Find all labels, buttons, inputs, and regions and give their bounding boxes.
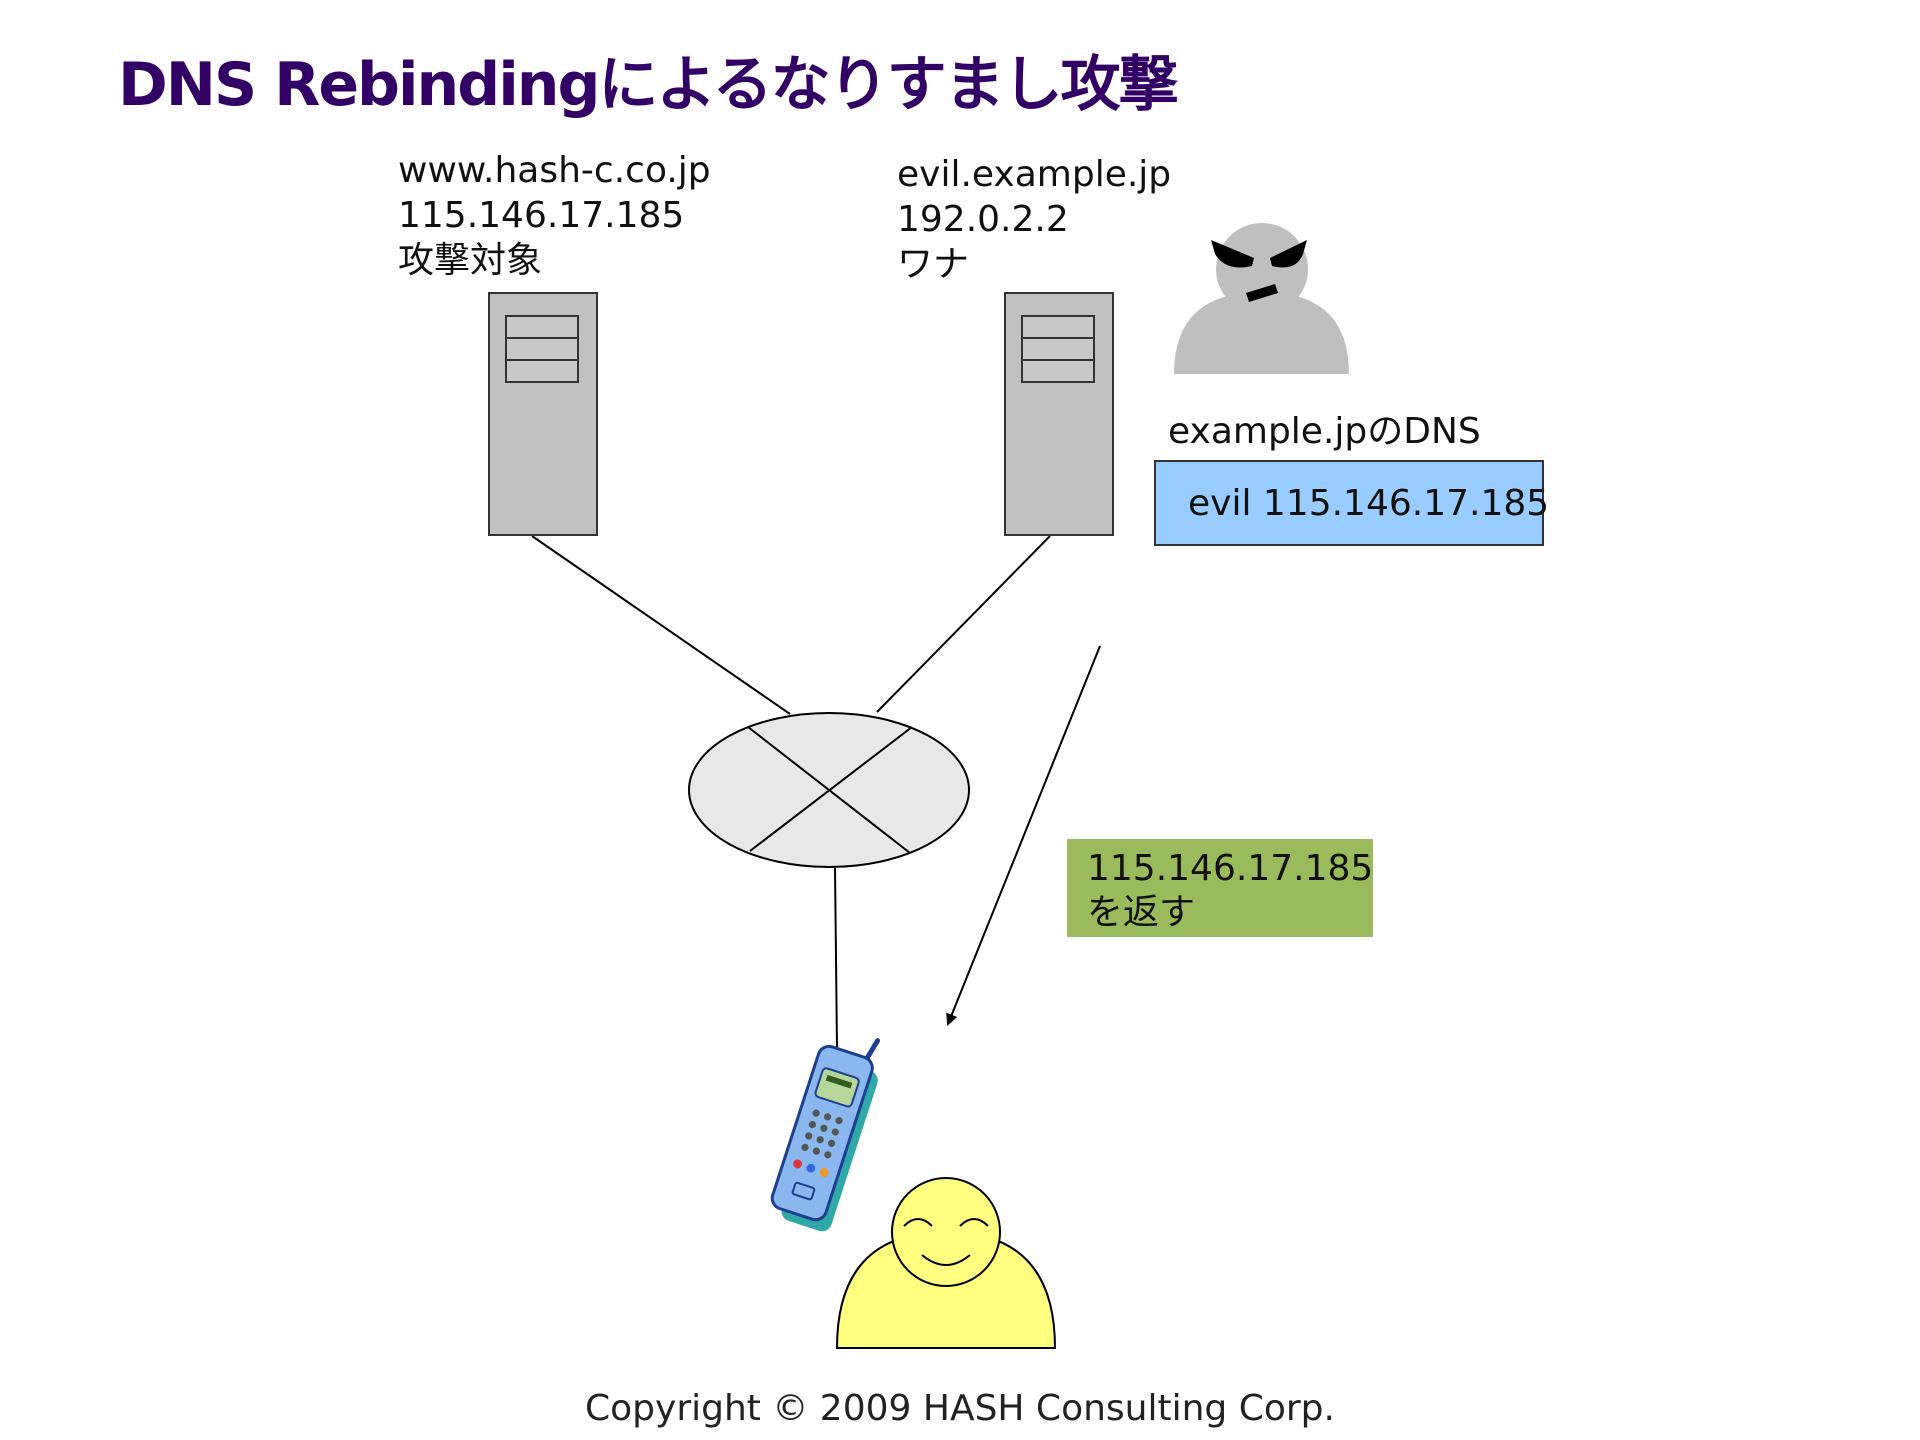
trap-server-label: evil.example.jp 192.0.2.2 ワナ	[897, 152, 1171, 287]
copyright-notice: Copyright © 2009 HASH Consulting Corp.	[585, 1388, 1335, 1429]
trap-server-hostname: evil.example.jp	[897, 154, 1172, 195]
trap-server-role: ワナ	[897, 244, 970, 285]
trap-server-ip: 192.0.2.2	[897, 199, 1069, 240]
dns-record-box: evil 115.146.17.185	[1154, 460, 1549, 546]
dns-server-label: example.jpのDNS	[1168, 411, 1481, 452]
attacker-icon	[1174, 223, 1349, 374]
target-server-hostname: www.hash-c.co.jp	[398, 150, 711, 191]
mobile-phone-icon	[770, 1038, 881, 1232]
target-server-ip: 115.146.17.185	[398, 195, 685, 236]
link-internet-to-phone	[834, 867, 838, 1049]
target-server-icon	[488, 292, 598, 536]
user-icon	[835, 1177, 1057, 1349]
dns-reply-arrow	[946, 645, 1101, 1026]
page-title: DNS Rebindingによるなりすまし攻撃	[118, 50, 1179, 120]
target-server-role: 攻撃対象	[398, 240, 543, 281]
target-server-label: www.hash-c.co.jp 115.146.17.185 攻撃対象	[398, 148, 711, 283]
trap-server-icon	[1004, 292, 1114, 536]
dns-reply-ip: 115.146.17.185	[1087, 848, 1374, 889]
link-trap-to-internet	[876, 535, 1051, 713]
dns-reply-text: を返す	[1087, 892, 1196, 933]
link-target-to-internet	[531, 535, 791, 715]
dns-record: evil 115.146.17.185	[1188, 482, 1550, 524]
dns-reply-box: 115.146.17.185 を返す	[1067, 839, 1373, 937]
router-icon	[688, 712, 970, 868]
